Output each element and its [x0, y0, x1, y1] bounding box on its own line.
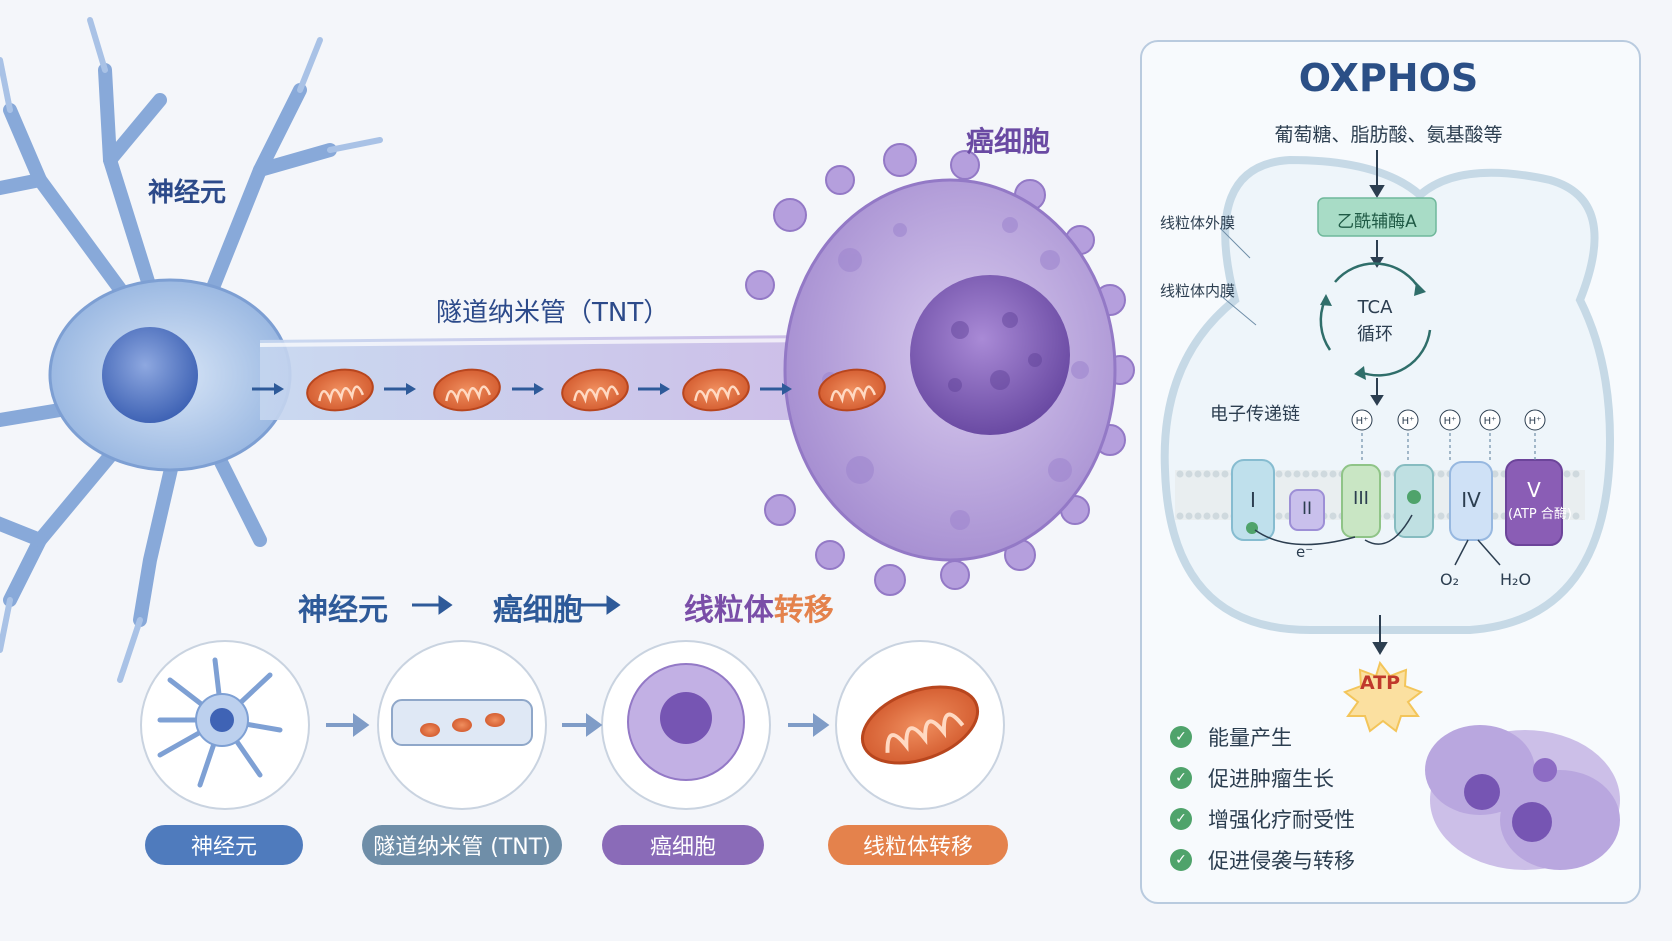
substrates-label: 葡萄糖、脂肪酸、氨基酸等	[1274, 124, 1503, 146]
flow-title-cancer: 癌细胞	[492, 593, 583, 628]
proton-label: H⁺	[1529, 416, 1542, 427]
proton-marker: H⁺	[1439, 409, 1461, 460]
step-pill-cancer: 癌细胞	[602, 825, 764, 865]
flow-title-neuron: 神经元	[298, 593, 388, 628]
benefit-metastasis: ✓促进侵袭与转移	[1170, 845, 1355, 875]
check-icon: ✓	[1170, 726, 1192, 748]
step-pill-mito-transfer: 线粒体转移	[828, 825, 1008, 865]
tnt-arrow	[760, 383, 792, 395]
acetyl-coa-label: 乙酰辅酶A	[1337, 212, 1417, 232]
benefit-growth: ✓促进肿瘤生长	[1170, 763, 1334, 793]
tnt-arrows	[252, 383, 792, 395]
etc-label: 电子传递链	[1210, 404, 1300, 425]
tnt-tube	[260, 335, 820, 420]
proton-markers: H⁺ H⁺ H⁺ H⁺ H⁺	[1351, 409, 1546, 460]
cancer-cluster-illustration	[1425, 725, 1620, 870]
flow-title: 神经元 癌细胞 线粒体转移	[298, 585, 834, 629]
outer-membrane-label: 线粒体外膜	[1160, 214, 1236, 232]
tnt-mitochondria	[306, 368, 886, 412]
neuron-nucleus	[102, 327, 198, 423]
tnt-arrow	[384, 383, 416, 395]
flow-title-mito: 线粒体	[683, 593, 774, 628]
mini-tnt-icon	[391, 699, 533, 746]
electron-label: e⁻	[1296, 543, 1314, 561]
complex-iii	[1341, 464, 1381, 538]
acetyl-coa-box	[1317, 197, 1437, 237]
mini-mitochondrion-icon	[860, 685, 980, 765]
proton-label: H⁺	[1484, 416, 1497, 427]
tca-label-line2: 循环	[1357, 324, 1393, 345]
atp-label: ATP	[1359, 672, 1401, 694]
cancer-cell-spikes	[745, 143, 1135, 596]
benefit-chemo: ✓增强化疗耐受性	[1170, 804, 1355, 834]
tnt-arrow	[638, 383, 670, 395]
mini-cancer-icon	[627, 663, 745, 781]
complex-i-label: I	[1250, 488, 1256, 512]
complex-ii	[1289, 489, 1325, 531]
complex-v	[1505, 459, 1563, 546]
check-icon: ✓	[1170, 808, 1192, 830]
tca-label-line1: TCA	[1357, 297, 1393, 318]
complex-ii-label: II	[1301, 499, 1313, 519]
tnt-arrow	[252, 383, 284, 395]
step-pill-tnt: 隧道纳米管 (TNT)	[362, 825, 562, 865]
tnt-arrow	[512, 383, 544, 395]
inner-membrane-label: 线粒体内膜	[1160, 282, 1236, 300]
tnt-mitochondrion	[682, 368, 750, 412]
neuron-label: 神经元	[148, 178, 227, 208]
benefit-energy: ✓能量产生	[1170, 722, 1292, 752]
tnt-label: 隧道纳米管（TNT）	[436, 298, 670, 328]
proton-label: H⁺	[1356, 416, 1369, 427]
check-icon: ✓	[1170, 767, 1192, 789]
tnt-mitochondrion	[561, 368, 629, 412]
flow-title-transfer: 转移	[773, 593, 834, 628]
atp-starburst	[1342, 660, 1424, 733]
oxphos-title: OXPHOS	[1298, 56, 1479, 100]
cancer-cell-label: 癌细胞	[966, 125, 1051, 158]
complex-iii-label: III	[1353, 488, 1369, 509]
cancer-cell-nucleus	[910, 275, 1070, 435]
proton-label: H⁺	[1402, 416, 1415, 427]
proton-marker: H⁺	[1397, 409, 1419, 460]
proton-label: H⁺	[1444, 416, 1457, 427]
tnt-mitochondrion	[306, 368, 374, 412]
tnt-mitochondrion	[433, 368, 501, 412]
h2o-label: H₂O	[1500, 570, 1532, 589]
complex-v-sublabel: (ATP 合酶)	[1508, 507, 1572, 522]
tnt-mitochondrion	[818, 368, 886, 412]
complex-i	[1231, 459, 1275, 541]
complex-iv	[1449, 461, 1493, 541]
neuron-dendrites	[0, 63, 337, 627]
complex-v-label: V	[1527, 478, 1541, 502]
proton-marker: H⁺	[1524, 409, 1546, 460]
o2-label: O₂	[1440, 570, 1460, 589]
step-pill-neuron: 神经元	[145, 825, 303, 865]
check-icon: ✓	[1170, 849, 1192, 871]
complex-iv-label: IV	[1461, 488, 1481, 512]
proton-marker: H⁺	[1351, 409, 1373, 460]
proton-marker: H⁺	[1479, 409, 1501, 460]
